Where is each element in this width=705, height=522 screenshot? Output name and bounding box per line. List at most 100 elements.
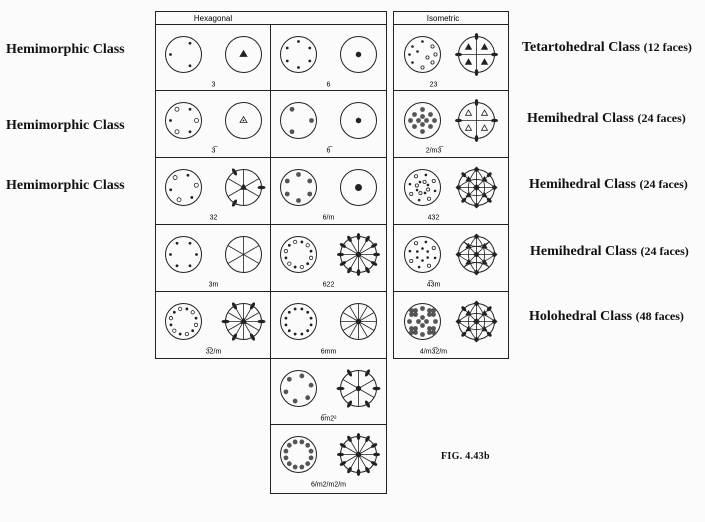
pole-dot xyxy=(427,308,432,313)
axis-lens xyxy=(336,386,345,391)
axis-triangle xyxy=(481,191,488,198)
pole-dot xyxy=(308,59,312,63)
pole-dot xyxy=(426,256,429,259)
pole-dot xyxy=(286,461,292,467)
pole-dot xyxy=(188,64,192,68)
axis-lens xyxy=(356,233,361,240)
axis-lens xyxy=(364,400,371,408)
axis-lens xyxy=(455,118,462,123)
pole-open xyxy=(299,264,304,270)
axis-diamond xyxy=(455,184,462,191)
pole-open xyxy=(305,243,310,248)
stereogram-circle xyxy=(340,36,377,73)
pole-dot xyxy=(409,326,414,331)
pole-dot xyxy=(420,315,425,320)
stereogram-circle xyxy=(404,36,441,73)
pole-open xyxy=(193,322,199,327)
axis-hexagon xyxy=(355,318,362,325)
stereogram-circle xyxy=(340,102,377,139)
stereogram-circle xyxy=(340,169,377,206)
pole-dot xyxy=(413,326,418,331)
hex-cell-11: 6̅m2² xyxy=(280,369,381,423)
pole-dot xyxy=(169,253,172,256)
pole-dot xyxy=(433,189,437,193)
pole-dot xyxy=(169,53,172,56)
axis-lens xyxy=(474,69,479,76)
pole-dot xyxy=(420,323,425,328)
pole-dot xyxy=(287,310,291,314)
axis-diamond xyxy=(473,202,480,209)
pole-dot xyxy=(426,250,429,253)
pole-dot xyxy=(169,323,173,327)
pole-dot xyxy=(190,196,194,199)
pole-dot xyxy=(306,310,310,314)
class-symbol: 6̅ xyxy=(327,147,334,155)
stereogram-circle xyxy=(280,370,317,407)
pole-dot xyxy=(284,191,290,197)
pole-dot xyxy=(420,122,425,127)
pole-dot xyxy=(308,448,314,454)
pole-dot xyxy=(296,198,301,203)
pole-dot xyxy=(188,264,192,268)
pole-open xyxy=(413,241,418,246)
face-count: (24 faces) xyxy=(640,244,689,258)
axis-lens xyxy=(337,452,344,457)
axis-lens xyxy=(257,319,266,324)
mirror-arc xyxy=(458,179,495,188)
pole-dot xyxy=(412,124,417,129)
pole-dot xyxy=(413,330,418,335)
axis-lens xyxy=(231,302,238,310)
pole-dot xyxy=(305,442,311,448)
axis-lens xyxy=(221,319,230,324)
stereogram-circle xyxy=(225,36,262,73)
axis-triangle xyxy=(464,124,473,131)
hex-cell-4: 6̅ xyxy=(280,102,377,155)
axis-triangle xyxy=(465,191,472,198)
pole-dot xyxy=(413,308,418,313)
pole-dot xyxy=(412,112,417,117)
pole-dot xyxy=(188,107,192,111)
axis-diamond xyxy=(473,166,480,173)
pole-dot xyxy=(408,118,413,123)
axis-hexagon xyxy=(355,51,362,58)
pole-open xyxy=(176,197,182,203)
pole-dot xyxy=(300,332,304,336)
axis-diamond xyxy=(473,233,480,240)
axis-lens xyxy=(356,269,361,276)
pole-open xyxy=(426,196,431,201)
axis-diamond xyxy=(491,251,498,258)
axis-hexagon xyxy=(355,451,362,458)
pole-open xyxy=(409,191,414,196)
class-symbol: 6̅m2² xyxy=(321,415,338,423)
pole-dot xyxy=(285,46,289,50)
isometric-header: Isometric xyxy=(427,14,459,23)
pole-dot xyxy=(293,265,297,269)
pole-dot xyxy=(413,312,418,317)
pole-dot xyxy=(428,112,433,117)
mirror-arc xyxy=(463,241,490,247)
pole-dot xyxy=(306,262,310,266)
class-symbol: 6/m xyxy=(323,215,335,222)
face-count: (24 faces) xyxy=(637,111,686,125)
axis-diamond xyxy=(491,318,498,325)
hex-cell-2: 6 xyxy=(280,36,377,89)
pole-dot xyxy=(417,265,421,269)
pole-dot xyxy=(423,191,427,195)
pole-dot xyxy=(194,316,198,320)
axis-lens xyxy=(337,252,344,257)
pole-open xyxy=(414,183,419,188)
right-class-label-2: Hemihedral Class (24 faces) xyxy=(527,111,686,127)
axis-triangle xyxy=(465,242,472,249)
pole-dot xyxy=(424,118,429,123)
mirror-arc xyxy=(476,236,485,273)
pole-dot xyxy=(426,183,430,187)
axis-triangle xyxy=(481,258,488,265)
axis-lens xyxy=(370,461,378,466)
class-name: Hemihedral Class xyxy=(530,244,637,259)
pole-open xyxy=(193,182,199,188)
class-name: Tetartohedral Class xyxy=(522,40,641,55)
pole-dot xyxy=(297,66,300,69)
class-symbol: 432 xyxy=(428,215,440,222)
pole-dot xyxy=(284,178,290,184)
pole-dot xyxy=(409,330,414,335)
